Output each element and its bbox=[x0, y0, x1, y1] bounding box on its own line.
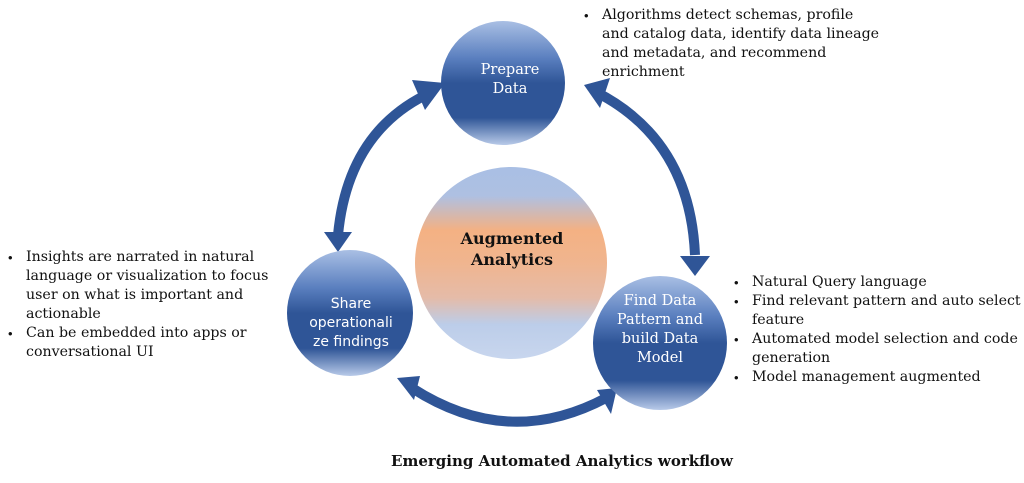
label-line: build Data bbox=[621, 331, 699, 347]
node-find-data-pattern bbox=[593, 276, 727, 410]
label-line: Data bbox=[492, 81, 528, 97]
bullet-item: Insights are narrated in natural languag… bbox=[8, 248, 298, 324]
augmented-analytics-label: Augmented Analytics bbox=[430, 228, 594, 278]
bullet-item: Can be embedded into apps or conversatio… bbox=[8, 324, 298, 362]
prepare-data-label: Prepare Data bbox=[450, 50, 570, 110]
label-line: Analytics bbox=[470, 250, 553, 269]
arrow-prepare-share bbox=[324, 80, 445, 252]
label-line: Augmented bbox=[460, 229, 564, 248]
arrowhead-icon bbox=[397, 376, 420, 400]
share-findings-label: Share operationali ze findings bbox=[296, 293, 406, 353]
label-line: Model bbox=[636, 350, 684, 366]
find-data-pattern-bullets: Natural Query language Find relevant pat… bbox=[734, 273, 1024, 387]
label-line: operationali bbox=[309, 314, 393, 331]
label-line: Prepare bbox=[480, 62, 540, 78]
label-line: Pattern and bbox=[616, 312, 704, 328]
node-share-findings bbox=[287, 250, 413, 376]
share-findings-bullets: Insights are narrated in natural languag… bbox=[8, 248, 298, 362]
arrowhead-icon bbox=[597, 388, 617, 414]
bullet-item: Automated model selection and code gener… bbox=[734, 330, 1024, 368]
arrowhead-icon bbox=[584, 78, 610, 108]
center-node-augmented-analytics bbox=[415, 167, 607, 359]
prepare-data-bullets: Algorithms detect schemas, profile and c… bbox=[584, 6, 884, 82]
arrowhead-icon bbox=[324, 232, 352, 252]
bullet-item: Natural Query language bbox=[734, 273, 1024, 292]
label-line: ze findings bbox=[313, 333, 389, 350]
arrow-prepare-find bbox=[584, 78, 710, 276]
diagram-caption: Emerging Automated Analytics workflow bbox=[391, 452, 733, 470]
arrowhead-icon bbox=[680, 256, 710, 276]
find-data-pattern-label: Find Data Pattern and build Data Model bbox=[600, 285, 720, 375]
arrowhead-icon bbox=[412, 80, 445, 110]
bullet-item: Model management augmented bbox=[734, 368, 1024, 387]
bullet-item: Find relevant pattern and auto select fe… bbox=[734, 292, 1024, 330]
node-prepare-data bbox=[441, 21, 565, 145]
label-line: Share bbox=[330, 295, 372, 312]
arrow-share-find bbox=[397, 376, 617, 427]
bullet-item: Algorithms detect schemas, profile and c… bbox=[584, 6, 884, 82]
label-line: Find Data bbox=[623, 293, 697, 309]
